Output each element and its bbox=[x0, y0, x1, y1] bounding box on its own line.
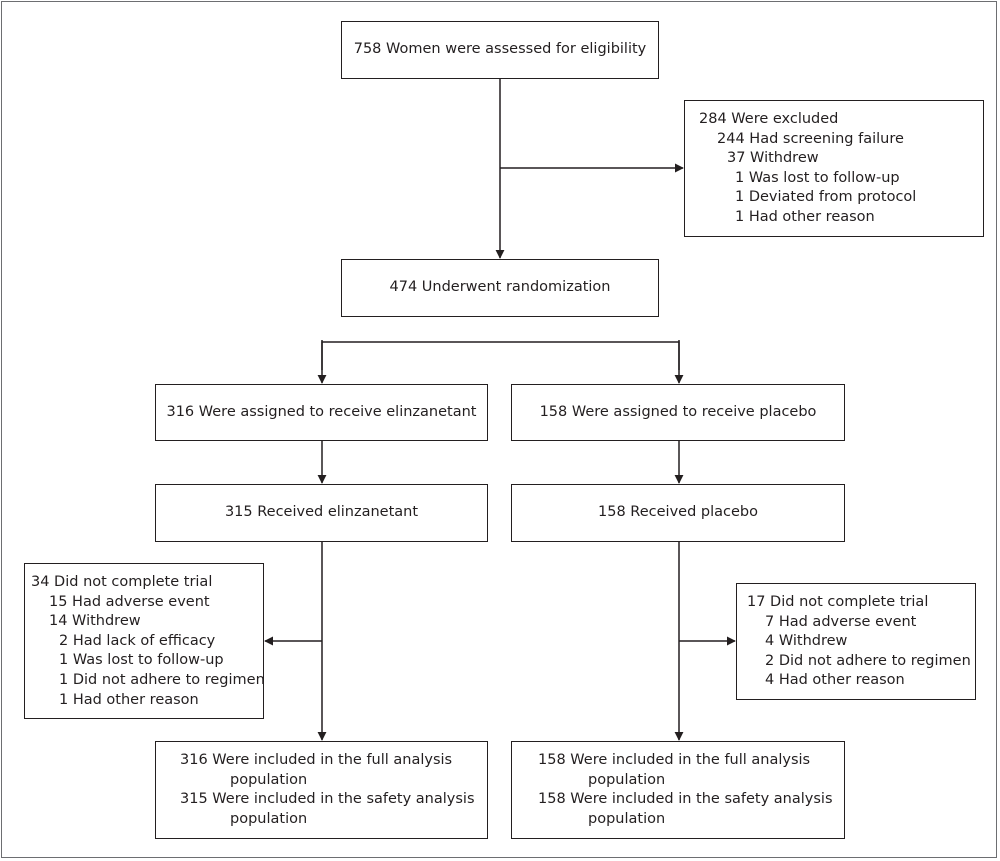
not-completed-header: 34 Did not complete trial bbox=[31, 574, 213, 590]
not-completed-item: 4 Withdrew bbox=[765, 633, 848, 650]
excluded-item: 1 Was lost to follow-up bbox=[735, 169, 900, 186]
not-completed-item: 1 Did not adhere to regimen bbox=[59, 671, 265, 688]
assigned-placebo-text: 158 Were assigned to receive placebo bbox=[539, 403, 817, 420]
received-elinzanetant-box: 315 Received elinzanetant bbox=[155, 484, 488, 542]
randomized-text: 474 Underwent randomization bbox=[389, 279, 611, 296]
excluded-box: 284 Were excluded 244 Had screening fail… bbox=[684, 100, 984, 237]
excluded-item: 1 Deviated from protocol bbox=[735, 189, 917, 206]
randomized-box: 474 Underwent randomization bbox=[341, 259, 659, 317]
excluded-item: 37 Withdrew bbox=[727, 150, 819, 167]
not-completed-item: 1 Was lost to follow-up bbox=[59, 652, 224, 669]
not-completed-item: 4 Had other reason bbox=[765, 672, 905, 689]
not-completed-item: 2 Had lack of efficacy bbox=[59, 632, 216, 649]
received-placebo-text: 158 Received placebo bbox=[598, 504, 758, 521]
analysis-item: 158 Were included in the safety analysis… bbox=[538, 791, 833, 827]
assessed-box: 758 Women were assessed for eligibility bbox=[341, 21, 659, 79]
assigned-elinzanetant-text: 316 Were assigned to receive elinzanetan… bbox=[166, 403, 477, 420]
excluded-item: 244 Had screening failure bbox=[717, 130, 904, 147]
analysis-placebo-box: 158 Were included in the full analysis p… bbox=[511, 741, 845, 839]
analysis-elinzanetant-box: 316 Were included in the full analysis p… bbox=[155, 741, 488, 839]
received-placebo-box: 158 Received placebo bbox=[511, 484, 845, 542]
not-completed-item: 15 Had adverse event bbox=[49, 593, 210, 610]
assessed-text: 758 Women were assessed for eligibility bbox=[353, 41, 647, 58]
excluded-header: 284 Were excluded bbox=[699, 111, 839, 127]
not-completed-header: 17 Did not complete trial bbox=[747, 594, 929, 610]
not-completed-item: 2 Did not adhere to regimen bbox=[765, 652, 971, 669]
not-completed-item: 7 Had adverse event bbox=[765, 613, 917, 630]
assigned-placebo-box: 158 Were assigned to receive placebo bbox=[511, 384, 845, 441]
analysis-item: 316 Were included in the full analysis p… bbox=[180, 752, 453, 788]
excluded-item: 1 Had other reason bbox=[735, 208, 875, 225]
not-completed-elinzanetant-box: 34 Did not complete trial 15 Had adverse… bbox=[24, 563, 265, 719]
connector-randomized-split bbox=[321, 341, 680, 370]
assigned-elinzanetant-box: 316 Were assigned to receive elinzanetan… bbox=[155, 384, 488, 441]
not-completed-placebo-box: 17 Did not complete trial 7 Had adverse … bbox=[736, 583, 976, 700]
analysis-item: 315 Were included in the safety analysis… bbox=[180, 791, 475, 827]
analysis-item: 158 Were included in the full analysis p… bbox=[538, 752, 811, 788]
not-completed-item: 14 Withdrew bbox=[49, 613, 141, 630]
not-completed-item: 1 Had other reason bbox=[59, 691, 199, 708]
received-elinzanetant-text: 315 Received elinzanetant bbox=[224, 504, 419, 521]
